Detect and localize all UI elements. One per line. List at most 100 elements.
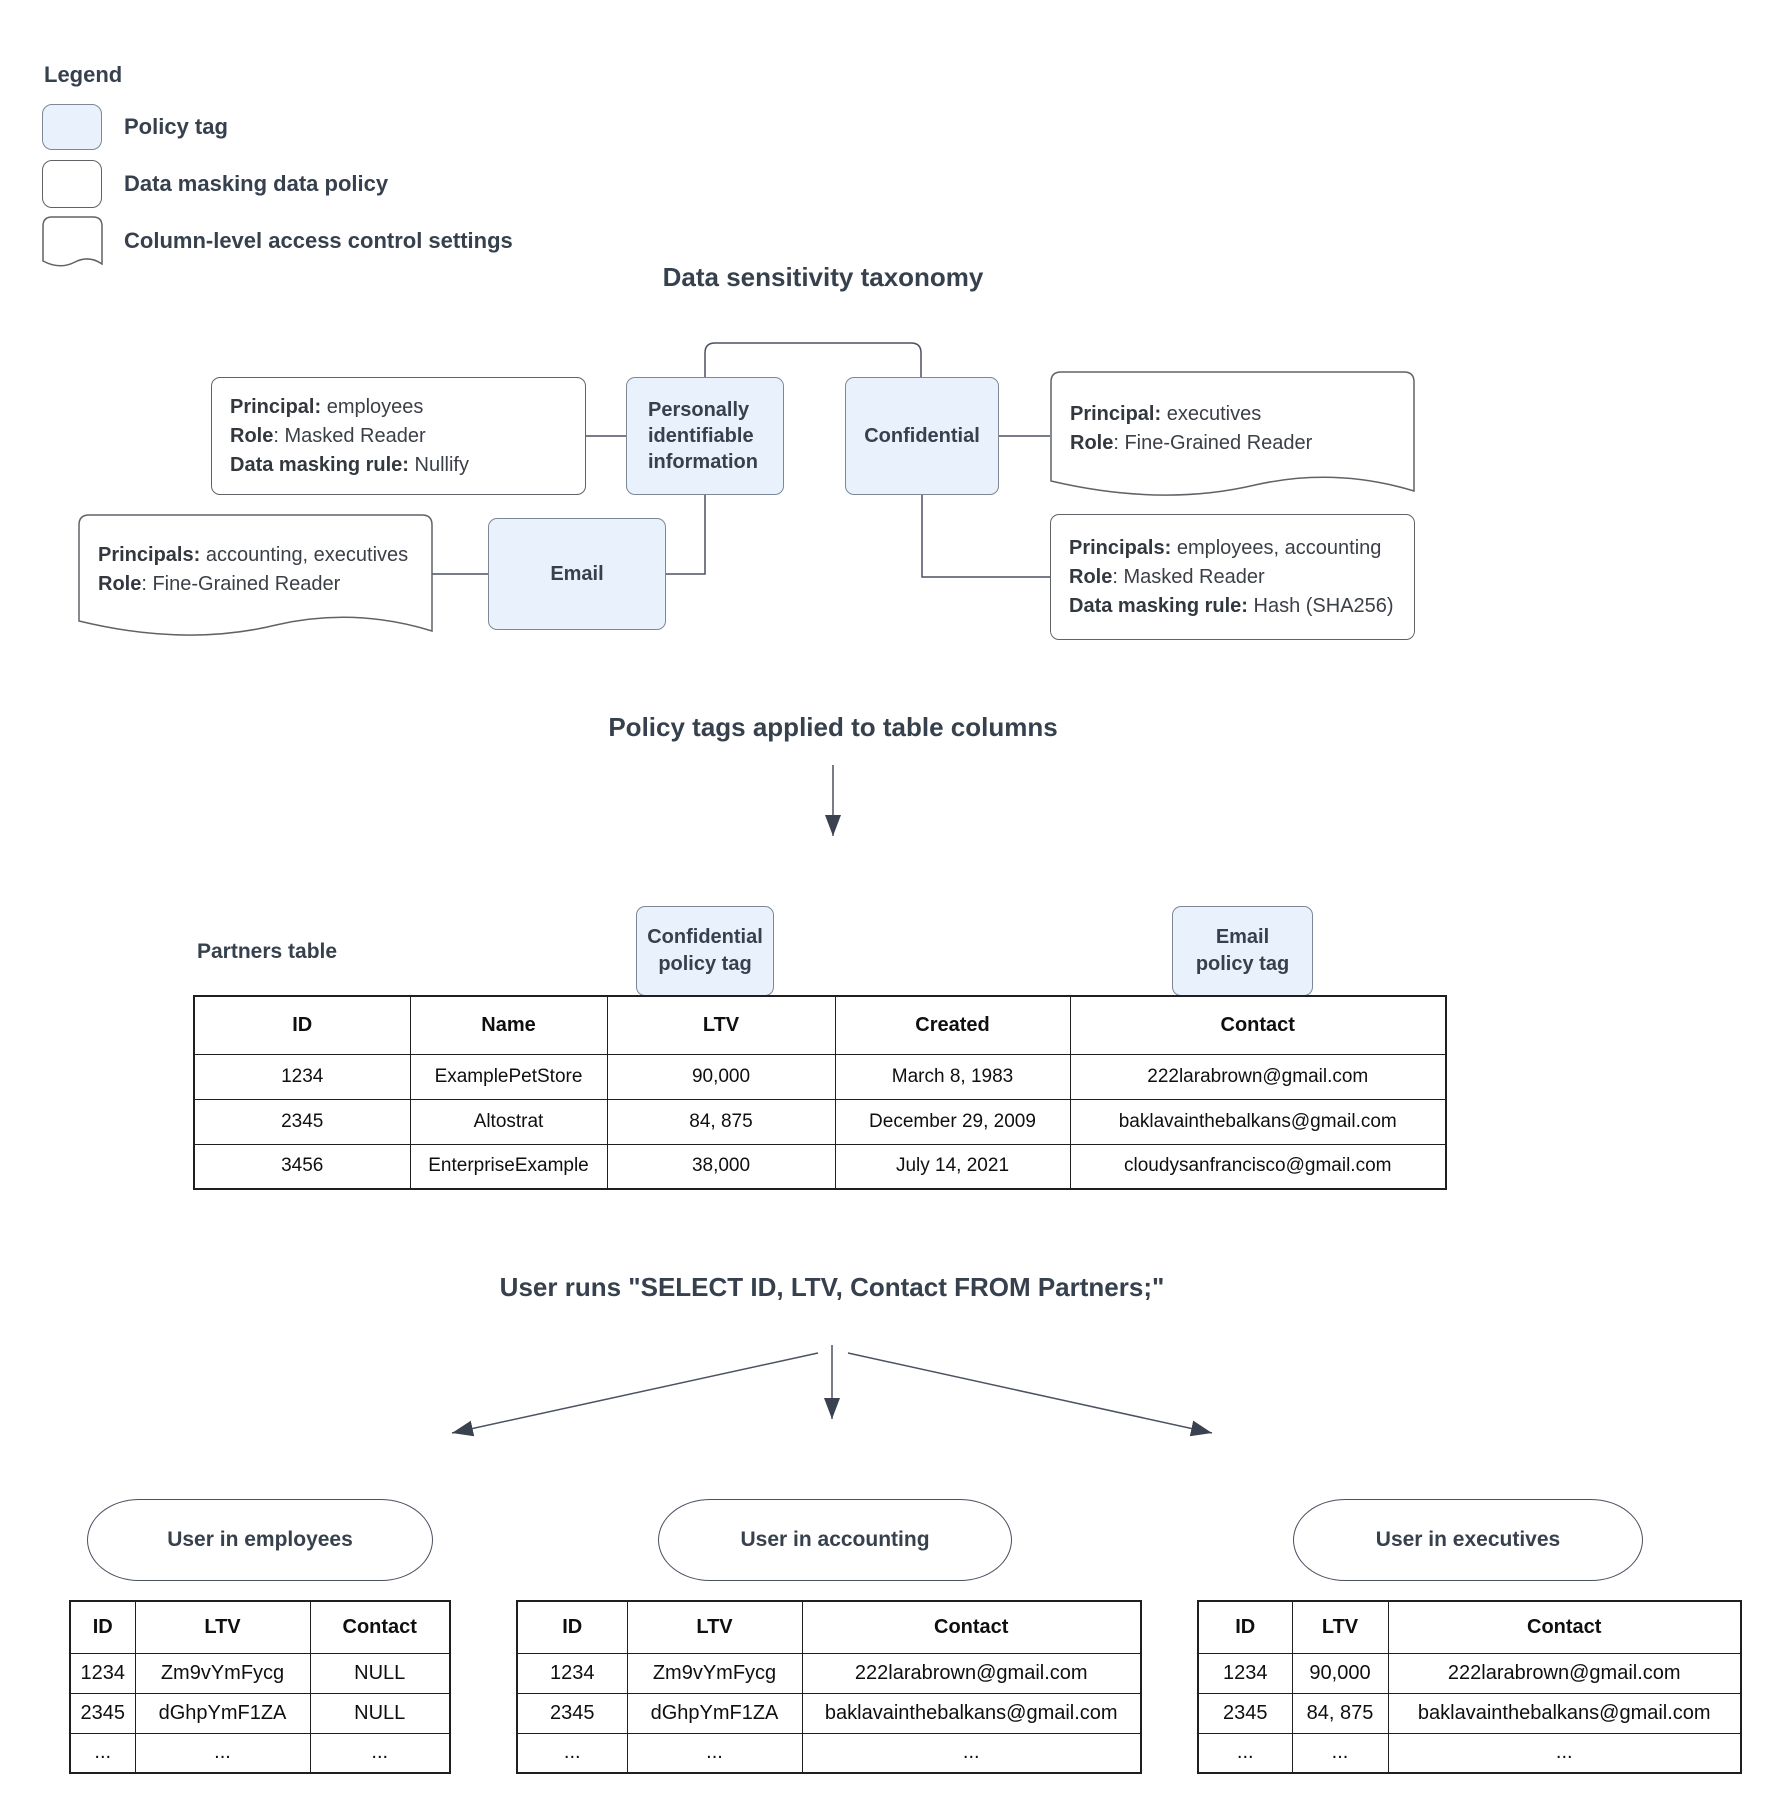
table-row: 2345 84, 875 baklavainthebalkans@gmail.c… bbox=[1197, 1692, 1742, 1734]
group-label: User in employees bbox=[167, 1528, 353, 1551]
cell: ... bbox=[1291, 1732, 1389, 1774]
group-oval-employees: User in employees bbox=[87, 1499, 433, 1581]
col-header-id: ID bbox=[69, 1600, 136, 1654]
tag-line: policy tag bbox=[658, 953, 752, 975]
policy-tag-email: Email bbox=[488, 518, 666, 630]
cell: ... bbox=[516, 1732, 628, 1774]
access-control-acct-exec: Principals: accounting, executives Role:… bbox=[78, 519, 432, 621]
policy-tag-confidential: Confidential bbox=[845, 377, 999, 495]
group-label: User in accounting bbox=[740, 1528, 930, 1551]
access-control-executives-shape bbox=[1050, 371, 1415, 496]
legend-item-access-control: Column-level access control settings bbox=[124, 228, 513, 253]
table-row: ... ... ... bbox=[516, 1732, 1142, 1774]
legend-item-data-masking: Data masking data policy bbox=[124, 171, 389, 196]
cell: baklavainthebalkans@gmail.com bbox=[801, 1692, 1142, 1734]
col-header-contact: Contact bbox=[309, 1600, 451, 1654]
cell: Altostrat bbox=[409, 1098, 608, 1145]
col-header-contact: Contact bbox=[1387, 1600, 1742, 1654]
cell: 1234 bbox=[69, 1652, 136, 1694]
col-header-id: ID bbox=[193, 995, 411, 1055]
role-value: : Fine-Grained Reader bbox=[141, 573, 341, 595]
partners-table: ID Name LTV Created Contact 1234 Example… bbox=[193, 995, 1447, 1190]
query-title: User runs "SELECT ID, LTV, Contact FROM … bbox=[499, 1272, 1165, 1302]
tag-line: policy tag bbox=[1195, 953, 1290, 975]
table-row: 2345 dGhpYmF1ZA baklavainthebalkans@gmai… bbox=[516, 1692, 1142, 1734]
policy-tag-swatch bbox=[42, 104, 102, 150]
cell: 3456 bbox=[193, 1143, 411, 1190]
cell: NULL bbox=[309, 1652, 451, 1694]
role-label: Role bbox=[1070, 432, 1114, 454]
table-row: ... ... ... bbox=[1197, 1732, 1742, 1774]
masking-rule-value: Nullify bbox=[408, 453, 469, 476]
cell: March 8, 1983 bbox=[834, 1053, 1071, 1100]
table-row: 1234 90,000 222larabrown@gmail.com bbox=[1197, 1652, 1742, 1694]
col-header-contact: Contact bbox=[801, 1600, 1142, 1654]
cell: ... bbox=[309, 1732, 451, 1774]
principal-value: executives bbox=[1161, 403, 1262, 425]
access-control-swatch bbox=[42, 216, 103, 267]
role-value: : Masked Reader bbox=[273, 424, 426, 447]
cell: ... bbox=[801, 1732, 1142, 1774]
col-header-ltv: LTV bbox=[1291, 1600, 1389, 1654]
cell: ... bbox=[1387, 1732, 1742, 1774]
cell: 90,000 bbox=[606, 1053, 836, 1100]
cell: 2345 bbox=[69, 1692, 136, 1734]
principals-value: employees, accounting bbox=[1171, 536, 1382, 559]
masking-rule-value: Hash (SHA256) bbox=[1247, 594, 1394, 617]
result-table-executives: ID LTV Contact 1234 90,000 222larabrown@… bbox=[1197, 1600, 1742, 1774]
masking-policy-employees: Principal: employees Role: Masked Reader… bbox=[211, 377, 586, 495]
cell: ... bbox=[1197, 1732, 1293, 1774]
result-table-employees: ID LTV Contact 1234 Zm9vYmFycg NULL 2345… bbox=[69, 1600, 451, 1774]
tag-line: Email bbox=[1215, 926, 1270, 948]
table-header-row: ID Name LTV Created Contact bbox=[193, 995, 1447, 1055]
col-header-contact: Contact bbox=[1069, 995, 1447, 1055]
access-control-executives: Principal: executives Role: Fine-Grained… bbox=[1050, 377, 1415, 481]
group-oval-accounting: User in accounting bbox=[658, 1499, 1012, 1581]
cell: dGhpYmF1ZA bbox=[134, 1692, 311, 1734]
cell: NULL bbox=[309, 1692, 451, 1734]
table-row: 3456 EnterpriseExample 38,000 July 14, 2… bbox=[193, 1143, 1447, 1190]
data-masking-policy-swatch bbox=[42, 160, 102, 208]
cell: baklavainthebalkans@gmail.com bbox=[1387, 1692, 1742, 1734]
pii-label: Personally identifiable information bbox=[648, 399, 758, 473]
col-header-id: ID bbox=[516, 1600, 628, 1654]
table-row: 1234 Zm9vYmFycg 222larabrown@gmail.com bbox=[516, 1652, 1142, 1694]
principals-label: Principals: bbox=[98, 544, 201, 566]
confidential-policy-tag-callout: Confidential policy tag bbox=[636, 906, 774, 996]
role-label: Role bbox=[1069, 565, 1113, 588]
role-value: : Masked Reader bbox=[1112, 565, 1265, 588]
cell: 84, 875 bbox=[1291, 1692, 1389, 1734]
cell: Zm9vYmFycg bbox=[134, 1652, 311, 1694]
cell: ... bbox=[134, 1732, 311, 1774]
cell: EnterpriseExample bbox=[409, 1143, 608, 1190]
partners-table-label: Partners table bbox=[197, 940, 338, 963]
cell: Zm9vYmFycg bbox=[626, 1652, 803, 1694]
cell: baklavainthebalkans@gmail.com bbox=[1069, 1098, 1447, 1145]
email-label: Email bbox=[550, 563, 604, 585]
policy-tag-pii: Personally identifiable information bbox=[626, 377, 784, 495]
principal-value: employees bbox=[321, 395, 424, 418]
legend-item-policy-tag: Policy tag bbox=[124, 114, 228, 139]
col-header-id: ID bbox=[1197, 1600, 1293, 1654]
applied-section-title: Policy tags applied to table columns bbox=[608, 712, 1058, 742]
table-row: 1234 ExamplePetStore 90,000 March 8, 198… bbox=[193, 1053, 1447, 1100]
role-label: Role bbox=[98, 573, 142, 595]
access-control-acct-exec-shape bbox=[78, 514, 433, 636]
cell: 2345 bbox=[516, 1692, 628, 1734]
principals-label: Principals: bbox=[1069, 536, 1172, 559]
principal-label: Principal: bbox=[230, 395, 322, 418]
cell: dGhpYmF1ZA bbox=[626, 1692, 803, 1734]
col-header-ltv: LTV bbox=[626, 1600, 803, 1654]
cell: 2345 bbox=[193, 1098, 411, 1145]
taxonomy-title: Data sensitivity taxonomy bbox=[662, 262, 984, 292]
col-header-ltv: LTV bbox=[134, 1600, 311, 1654]
tag-line: Confidential bbox=[647, 926, 763, 948]
cell: December 29, 2009 bbox=[834, 1098, 1071, 1145]
table-header-row: ID LTV Contact bbox=[69, 1600, 451, 1654]
principal-label: Principal: bbox=[1070, 403, 1162, 425]
legend-title: Legend bbox=[44, 62, 123, 87]
col-header-name: Name bbox=[409, 995, 608, 1055]
principals-value: accounting, executives bbox=[200, 544, 409, 566]
